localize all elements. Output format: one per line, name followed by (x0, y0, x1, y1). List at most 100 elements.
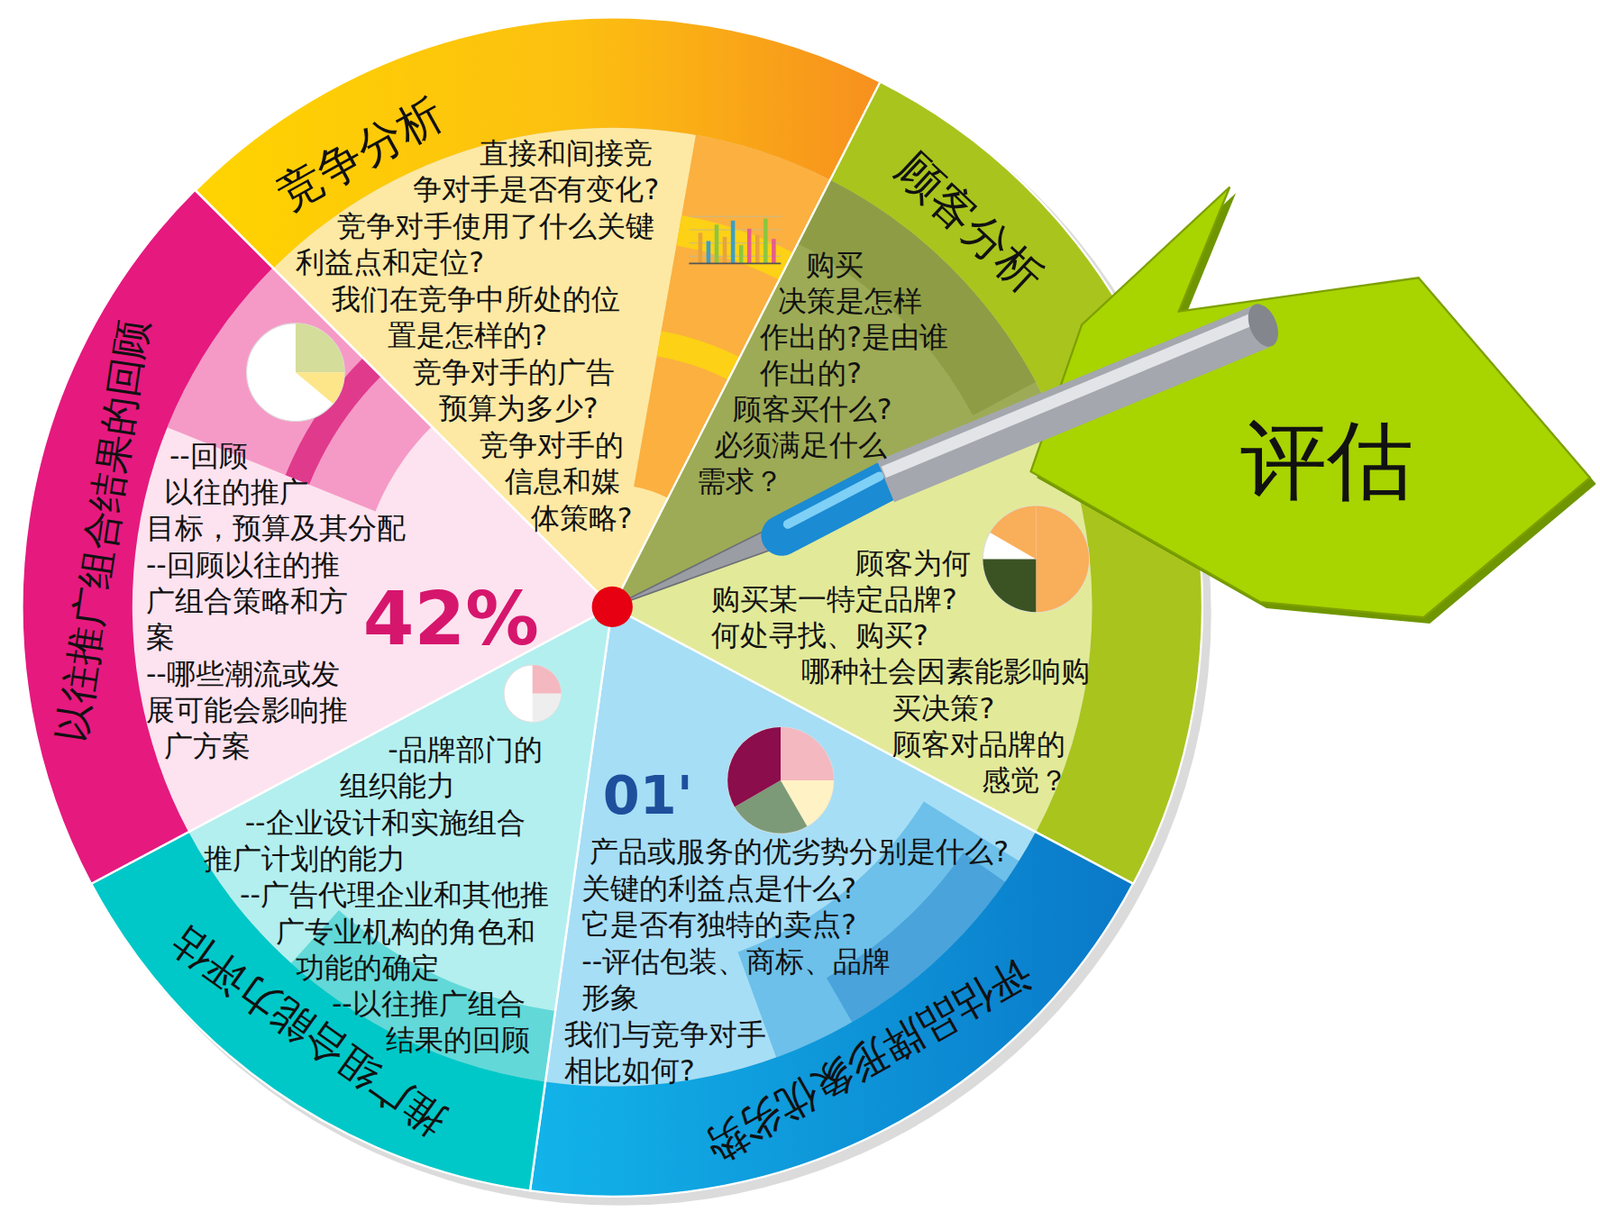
text-line: 顾客对品牌的 (711, 726, 1090, 763)
text-line: 作出的?是由谁 (696, 319, 949, 356)
sector-rim (195, 17, 881, 268)
text-line: 相比如何? (564, 1052, 1009, 1090)
text-line: 我们在竞争中所处的位 (295, 281, 659, 319)
text-line: 竞争对手的广告 (295, 354, 659, 392)
pie-slice (1035, 505, 1089, 613)
dart-grip (781, 481, 886, 536)
text-line: 何处寻找、购买? (711, 617, 1090, 654)
dart-cap (1242, 299, 1284, 351)
text-line: 它是否有独特的卖点? (564, 906, 1009, 944)
text-line: 展可能会影响推 (146, 692, 406, 729)
dart-barrel (886, 326, 1262, 482)
text-line: 购买某一特定品牌? (711, 581, 1090, 618)
text-line: 以往的推广 (146, 474, 406, 511)
text-line: 直接和间接竞 (295, 135, 659, 173)
text-line: 作出的? (696, 355, 949, 392)
text-line: 产品或服务的优劣势分别是什么? (564, 833, 1009, 871)
arrow-label: 评估 (1240, 413, 1414, 510)
bar (755, 234, 760, 264)
bar (731, 220, 736, 265)
text-line: 功能的确定 (203, 950, 549, 987)
question-list: 产品或服务的优劣势分别是什么? 关键的利益点是什么? 它是否有独特的卖点? --… (564, 833, 1009, 1090)
sector-outline (22, 190, 613, 885)
text-line: -品牌部门的 (203, 731, 549, 768)
pie-base (503, 665, 561, 723)
text-line: 推广计划的能力 (203, 841, 549, 878)
text-line: 决策是怎样 (696, 283, 949, 320)
text-line: --企业设计和实施组合 (203, 804, 549, 842)
text-line: --以往推广组合 (203, 986, 549, 1023)
sector-band (656, 330, 740, 380)
chart-axis (688, 262, 781, 265)
sector-outline (530, 607, 1134, 1198)
text-line: --哪些潮流或发 (146, 656, 406, 693)
bar (763, 218, 768, 264)
bar (713, 224, 719, 264)
text-line: 必须满足什么 (696, 427, 949, 464)
text-line: 信息和媒 (295, 463, 659, 501)
sector-rim (530, 832, 1134, 1198)
pie-icon (503, 665, 561, 723)
percent-label: 42% (363, 578, 540, 660)
pie-icon (982, 505, 1089, 613)
sector-band (676, 215, 794, 281)
text-line: 置是怎样的? (295, 317, 659, 355)
pie-slice (780, 727, 834, 781)
text-line: 竞争对手使用了什么关键 (295, 208, 659, 246)
bar (747, 228, 752, 264)
bar (739, 245, 744, 264)
text-line: 组织能力 (203, 768, 549, 805)
pie-icon (727, 727, 834, 834)
callout-number: 01' (603, 767, 694, 826)
text-line: 感觉？ (711, 762, 1090, 799)
bar (705, 240, 711, 264)
bar (722, 237, 727, 264)
text-line: --回顾以往的推 (146, 547, 406, 584)
text-line: 广专业机构的角色和 (203, 914, 549, 951)
text-line: 顾客为何 (711, 545, 1090, 582)
pie-slice (727, 727, 781, 807)
text-line: 利益点和定位? (295, 244, 659, 282)
text-line: 顾客买什么? (696, 391, 949, 428)
text-line: 需求？ (696, 463, 949, 500)
text-line: 关键的利益点是什么? (564, 870, 1009, 908)
grid-line (688, 215, 781, 217)
bar (697, 232, 703, 264)
dart-needle (612, 526, 783, 607)
text-line: --广告代理企业和其他推 (203, 877, 549, 914)
text-line: 哪种社会因素能影响购 (711, 653, 1090, 690)
dart-barrel-light (883, 317, 1257, 473)
text-line: 目标，预算及其分配 (146, 510, 406, 547)
brand-sector: 评估品牌形象优劣势产品或服务的优劣势分别是什么? 关键的利益点是什么? 它是否有… (525, 603, 1138, 1201)
pie-icon (246, 323, 346, 422)
bar-chart-icon (688, 216, 781, 264)
text-line: 结果的回顾 (203, 1022, 549, 1059)
text-line: 形象 (564, 979, 1009, 1017)
text-line: 我们与竞争对手 (564, 1016, 1009, 1054)
text-line: 竞争对手的 (295, 427, 659, 465)
text-line: 购买 (696, 246, 949, 284)
text-line: 预算为多少? (295, 390, 659, 428)
text-line: 争对手是否有变化? (295, 171, 659, 209)
pie-base (727, 727, 834, 834)
pie-slice (295, 323, 345, 373)
bullseye-dot (592, 586, 633, 628)
pie-slice (295, 372, 345, 404)
text-line: 买决策? (711, 690, 1090, 727)
pie-slice (982, 558, 1036, 613)
pie-slice (532, 694, 562, 723)
bar (771, 238, 777, 264)
dart-grip-light (787, 476, 880, 525)
text-line: 广方案 (146, 728, 406, 765)
question-list: -品牌部门的 组织能力 --企业设计和实施组合 推广计划的能力 --广告代理企业… (203, 731, 549, 1060)
pie-base (982, 505, 1089, 613)
question-list: 购买 决策是怎样 作出的?是由谁 作出的? 顾客买什么? 必须满足什么 需求？ (696, 246, 949, 500)
question-list: 直接和间接竞 争对手是否有变化? 竞争对手使用了什么关键 利益点和定位? 我们在… (295, 135, 659, 538)
pie-base (246, 323, 346, 422)
text-line: --回顾 (146, 438, 406, 475)
pie-slice (989, 505, 1036, 559)
text-line: --评估包装、商标、品牌 (564, 943, 1009, 981)
pie-slice (532, 665, 562, 695)
question-list: 顾客为何 购买某一特定品牌? 何处寻找、购买? 哪种社会因素能影响购 买决策? … (711, 545, 1090, 799)
